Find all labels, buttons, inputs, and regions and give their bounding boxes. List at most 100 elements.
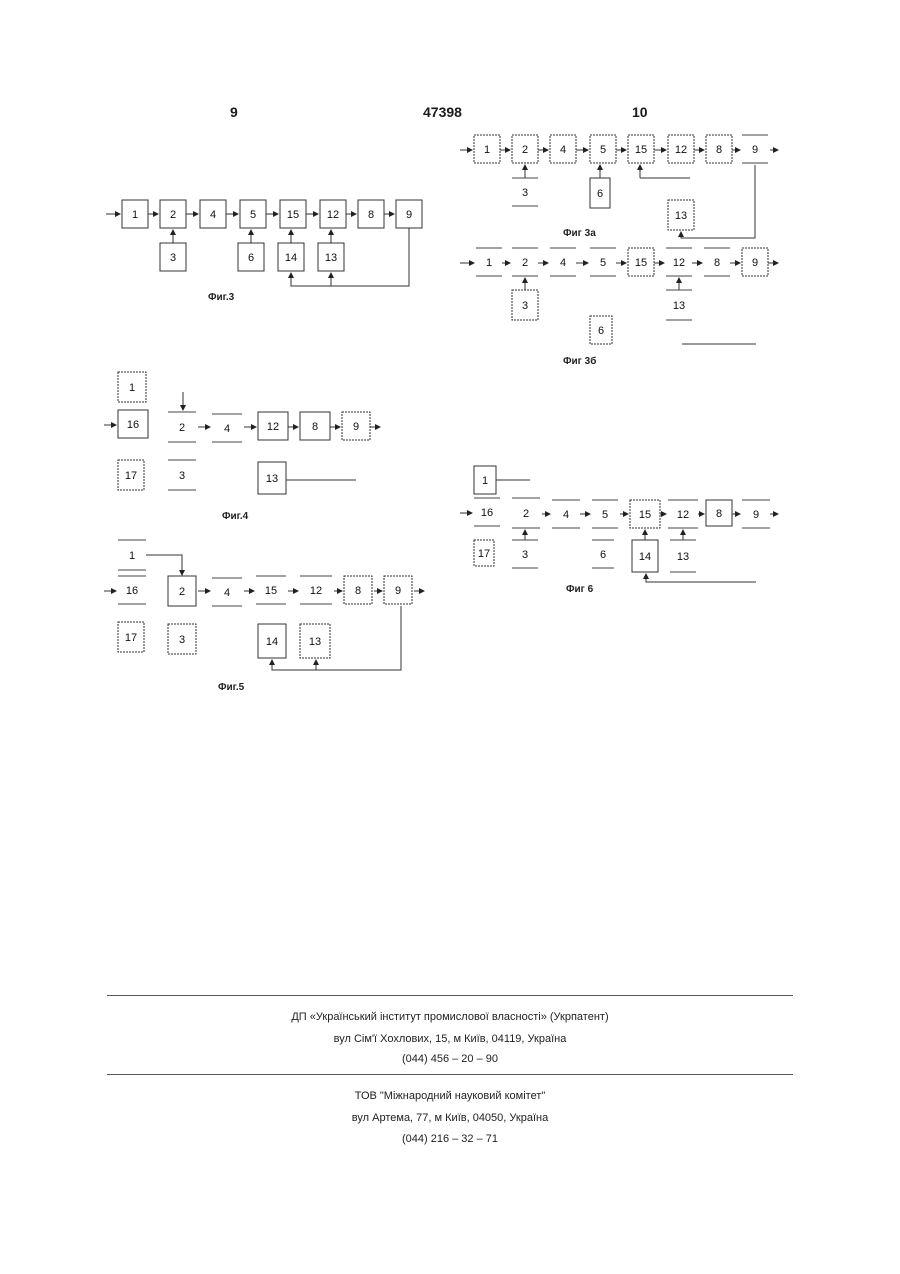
- fig5-block-15: 15: [256, 576, 286, 604]
- fig3-block-13: 13: [318, 243, 344, 271]
- svg-text:3: 3: [179, 470, 185, 482]
- fig3b-block-4: 4: [550, 248, 576, 276]
- svg-text:12: 12: [677, 509, 689, 521]
- fig3a-block-3: 3: [512, 178, 538, 206]
- svg-text:13: 13: [677, 551, 689, 563]
- svg-text:2: 2: [523, 508, 529, 520]
- svg-text:4: 4: [224, 587, 230, 599]
- svg-text:15: 15: [635, 144, 647, 156]
- fig3a-block-15: 15: [628, 135, 654, 163]
- svg-text:13: 13: [673, 300, 685, 312]
- fig6-block-8: 8: [706, 500, 732, 526]
- fig3b-block-6: 6: [590, 316, 612, 344]
- fig4-block-1: 1: [118, 372, 146, 402]
- svg-text:1: 1: [482, 475, 488, 487]
- svg-text:16: 16: [126, 585, 138, 597]
- fig3a-block-12: 12: [668, 135, 694, 163]
- svg-text:12: 12: [267, 421, 279, 433]
- fig4-block-2: 2: [168, 412, 196, 442]
- fig5-block-2: 2: [168, 576, 196, 606]
- svg-text:17: 17: [125, 632, 137, 644]
- svg-text:5: 5: [602, 509, 608, 521]
- svg-text:14: 14: [285, 252, 297, 264]
- fig3-block-1: 1: [122, 200, 148, 228]
- fig3a-block-1: 1: [474, 135, 500, 163]
- svg-text:9: 9: [752, 144, 758, 156]
- fig5-block-17: 17: [118, 622, 144, 652]
- fig3-block-12: 12: [320, 200, 346, 228]
- fig6-block-17: 17: [474, 540, 494, 566]
- fig3b-block-5: 5: [590, 248, 616, 276]
- svg-text:8: 8: [355, 585, 361, 597]
- fig5-block-9: 9: [384, 576, 412, 604]
- svg-text:5: 5: [600, 144, 606, 156]
- publisher-phone: (044) 456 – 20 – 90: [0, 1053, 900, 1065]
- fig3-block-14: 14: [278, 243, 304, 271]
- fig3b-block-12: 12: [666, 248, 692, 276]
- fig3b-block-13: 13: [666, 290, 692, 320]
- fig5-caption: Фиг.5: [218, 682, 245, 693]
- fig3b-block-15: 15: [628, 248, 654, 276]
- fig3a-block-8: 8: [706, 135, 732, 163]
- fig5-block-14: 14: [258, 624, 286, 658]
- svg-text:6: 6: [248, 252, 254, 264]
- svg-text:4: 4: [210, 209, 216, 221]
- fig6-block-2: 2: [512, 498, 540, 528]
- svg-text:1: 1: [484, 144, 490, 156]
- fig3b-block-8: 8: [704, 248, 730, 276]
- fig4-block-12: 12: [258, 412, 288, 440]
- svg-text:3: 3: [522, 300, 528, 312]
- svg-text:1: 1: [129, 382, 135, 394]
- svg-text:2: 2: [179, 422, 185, 434]
- fig3a-block-5: 5: [590, 135, 616, 163]
- fig4-block-4: 4: [212, 414, 242, 442]
- fig3a-block-2: 2: [512, 135, 538, 163]
- svg-text:8: 8: [714, 257, 720, 269]
- fig3-block-6: 6: [238, 243, 264, 271]
- svg-text:3: 3: [170, 252, 176, 264]
- svg-text:12: 12: [310, 585, 322, 597]
- svg-text:9: 9: [752, 257, 758, 269]
- fig3b-caption: Фиг 3б: [563, 355, 596, 367]
- fig6-block-12: 12: [668, 500, 698, 528]
- printer-phone: (044) 216 – 32 – 71: [0, 1133, 900, 1145]
- fig6-block-6: 6: [592, 540, 614, 568]
- svg-text:16: 16: [127, 419, 139, 431]
- fig3-block-2: 2: [160, 200, 186, 228]
- fig5-block-12: 12: [300, 576, 332, 604]
- fig3-block-9: 9: [396, 200, 422, 228]
- fig5-block-16: 16: [118, 576, 146, 604]
- svg-text:3: 3: [522, 187, 528, 199]
- fig3b-block-2: 2: [512, 248, 538, 276]
- svg-text:6: 6: [600, 549, 606, 561]
- fig4-block-3: 3: [168, 460, 196, 490]
- fig4-block-9: 9: [342, 412, 370, 440]
- svg-text:6: 6: [597, 188, 603, 200]
- svg-text:13: 13: [309, 636, 321, 648]
- svg-text:9: 9: [406, 209, 412, 221]
- svg-text:2: 2: [522, 144, 528, 156]
- fig6-block-15: 15: [630, 500, 660, 528]
- svg-text:4: 4: [560, 144, 566, 156]
- svg-text:17: 17: [478, 548, 490, 560]
- fig4-block-13: 13: [258, 462, 286, 494]
- svg-text:16: 16: [481, 507, 493, 519]
- svg-text:12: 12: [673, 257, 685, 269]
- svg-text:14: 14: [266, 636, 278, 648]
- printer-address: вул Артема, 77, м Київ, 04050, Україна: [0, 1112, 900, 1124]
- svg-text:8: 8: [312, 421, 318, 433]
- svg-text:9: 9: [395, 585, 401, 597]
- svg-text:4: 4: [224, 423, 230, 435]
- fig3b-block-1: 1: [476, 248, 502, 276]
- fig5-block-8: 8: [344, 576, 372, 604]
- svg-text:5: 5: [600, 257, 606, 269]
- svg-text:4: 4: [563, 509, 569, 521]
- svg-text:12: 12: [327, 209, 339, 221]
- fig3a-block-4: 4: [550, 135, 576, 163]
- publisher-name: ДП «Український інститут промислової вла…: [0, 1011, 900, 1023]
- svg-text:8: 8: [716, 144, 722, 156]
- fig6-block-3: 3: [512, 540, 538, 568]
- svg-text:13: 13: [266, 473, 278, 485]
- svg-text:9: 9: [353, 421, 359, 433]
